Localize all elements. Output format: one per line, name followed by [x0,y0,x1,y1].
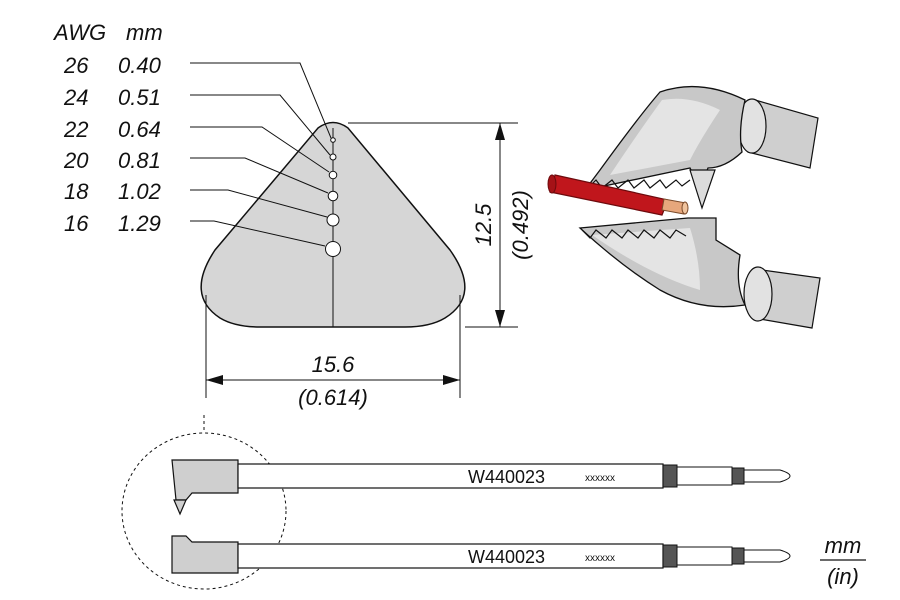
gauge-leaders [190,62,332,247]
part-number: W440023 [468,467,545,487]
units-in: (in) [827,564,859,589]
serial-number: xxxxxx [585,473,615,484]
gauge-mm: 0.51 [118,85,161,110]
width-mm: 15.6 [312,352,356,377]
wire-copper-end [681,201,689,215]
gauge-awg: 20 [63,148,89,173]
height-in: (0.492) [508,190,533,260]
hole-24 [329,153,337,161]
lower-teeth [581,229,687,239]
gauge-awg: 26 [63,53,89,78]
hole-20 [327,190,339,202]
units-legend: mm (in) [820,533,866,589]
awg-header: AWG [52,20,106,45]
tip-assembly: W440023 xxxxxx W440023 xxxxxx [121,415,791,590]
lower-tip-cartridge [171,535,791,574]
width-in: (0.614) [298,385,368,410]
detail-circle [121,432,287,590]
mm-header: mm [126,20,163,45]
gauge-awg: 18 [64,179,89,204]
upper-tip-cartridge [171,459,791,516]
gauge-table: AWG mm 26 0.40 24 0.51 22 0.64 20 0.81 1… [52,20,163,236]
serial-number: xxxxxx [585,553,615,564]
blade-outline [200,121,466,328]
height-mm: 12.5 [471,203,496,247]
gauge-mm: 1.02 [118,179,161,204]
gauge-mm: 0.81 [118,148,161,173]
part-number: W440023 [468,547,545,567]
hole-16 [325,241,341,257]
gauge-awg: 22 [63,117,88,142]
hole-26 [330,137,336,143]
lower-blade-highlight [592,228,700,290]
units-mm: mm [825,533,862,558]
gauge-mm: 1.29 [118,211,161,236]
gauge-mm: 0.64 [118,117,161,142]
upper-blade-highlight [610,98,720,175]
lower-shaft-end [743,266,773,322]
width-dimension: 15.6 (0.614) [205,295,461,410]
gauge-mm: 0.40 [118,53,162,78]
hole-22 [328,170,338,180]
hole-18 [326,213,340,227]
gauge-awg: 24 [63,85,88,110]
stripping-illustration [547,85,821,329]
gauge-awg: 16 [64,211,89,236]
height-dimension: 12.5 (0.492) [348,122,533,328]
wire-insulation-end [547,174,557,194]
upper-tip [689,169,716,210]
